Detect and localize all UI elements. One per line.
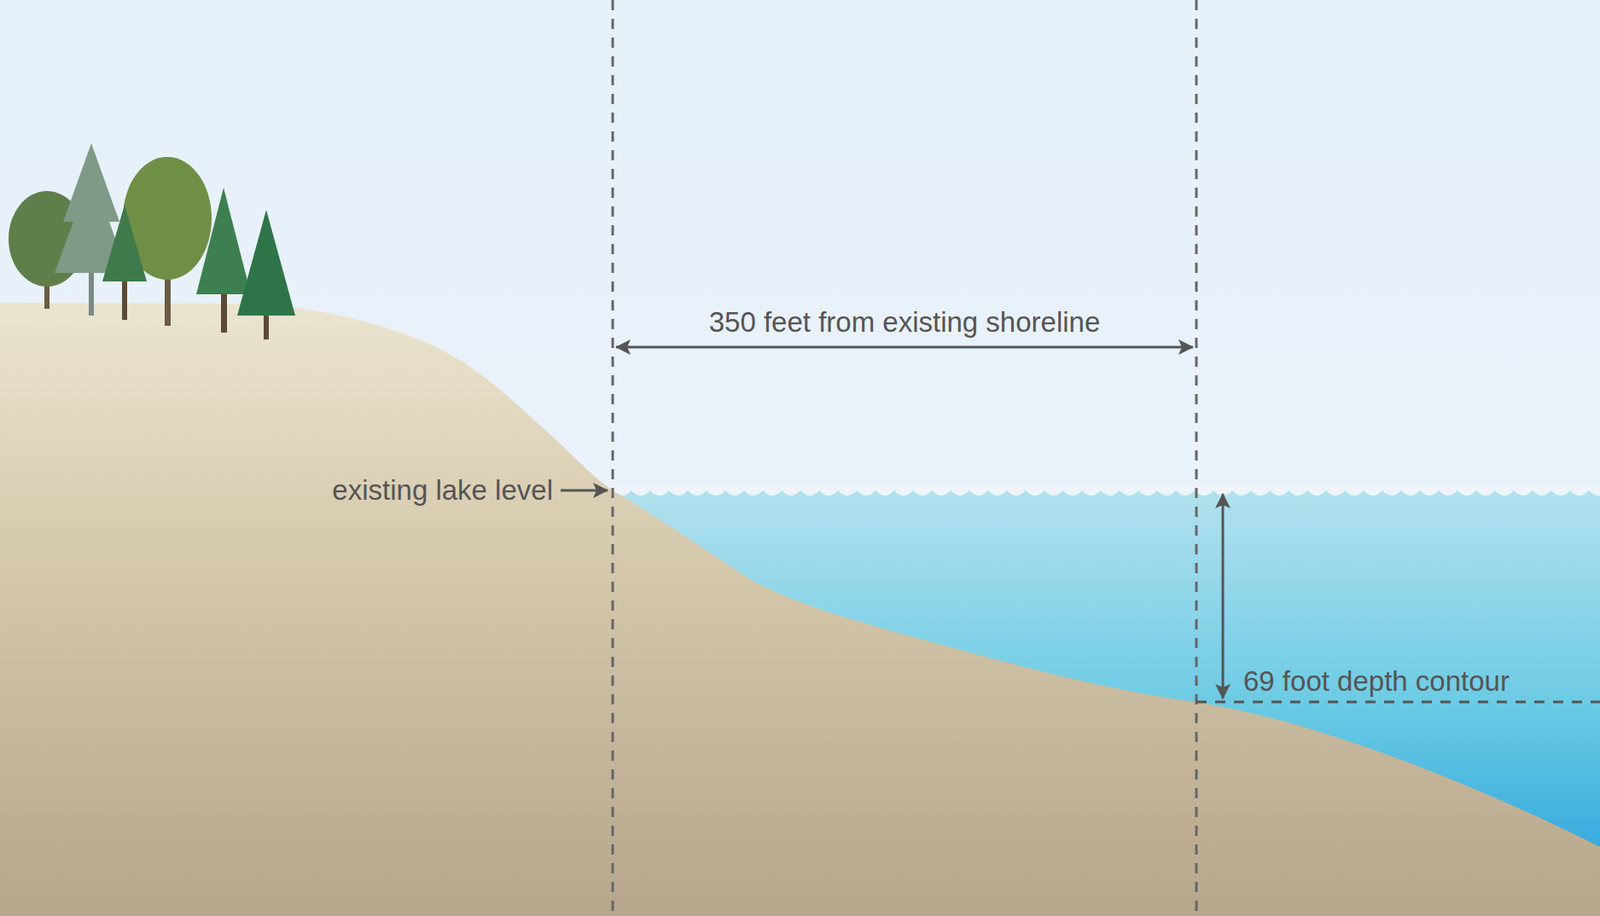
- distance-label: 350 feet from existing shoreline: [709, 306, 1101, 339]
- water-surface: [612, 486, 1600, 496]
- land-profile: [0, 302, 1600, 916]
- offset-dashed-line: [1195, 0, 1199, 916]
- shoreline-dashed-line: [611, 0, 615, 916]
- callout-label: existing lake level: [331, 474, 553, 507]
- depth-contour-line: [1196, 701, 1600, 704]
- wave-scallops: [612, 486, 1600, 496]
- trees: [8, 143, 296, 340]
- depth-dimension-arrow: [1221, 494, 1225, 699]
- depth-label: 69 foot depth contour: [1243, 665, 1510, 699]
- leader-arrow: [560, 489, 608, 493]
- distance-dimension-arrow: [616, 346, 1193, 350]
